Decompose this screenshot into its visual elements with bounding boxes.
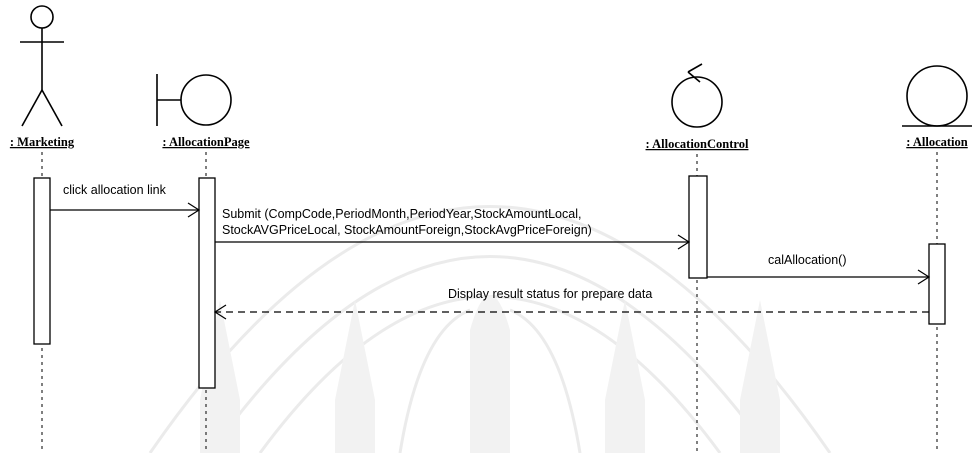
boundary-icon	[156, 74, 232, 126]
message-click-allocation-link: click allocation link	[50, 183, 201, 218]
actor-icon	[20, 5, 64, 127]
arrowhead-icon	[677, 234, 691, 250]
activation-allocation	[928, 243, 946, 325]
arrowhead-icon	[917, 269, 931, 285]
arrowhead-icon	[187, 202, 201, 218]
message-label-line-1: Submit (CompCode,PeriodMonth,PeriodYear,…	[222, 207, 581, 221]
message-cal-allocation: calAllocation()	[707, 253, 931, 285]
control-icon	[671, 63, 723, 128]
message-submit: Submit (CompCode,PeriodMonth,PeriodYear,…	[215, 207, 691, 250]
object-name-marketing: : Marketing	[10, 135, 75, 149]
arrowhead-icon	[213, 304, 227, 320]
object-allocation: : Allocation	[902, 65, 972, 453]
object-name-allocation-control: : AllocationControl	[646, 137, 749, 151]
message-display-result-status: Display result status for prepare data	[213, 287, 929, 320]
activation-allocation-control	[688, 175, 708, 279]
activation-marketing	[33, 177, 51, 345]
actor-marketing: : Marketing	[10, 5, 75, 453]
object-allocation-control: : AllocationControl	[646, 63, 749, 453]
object-name-allocation: : Allocation	[906, 135, 968, 149]
entity-icon	[902, 65, 972, 127]
object-allocation-page: : AllocationPage	[156, 74, 250, 453]
activation-allocation-page	[198, 177, 216, 389]
message-label: Display result status for prepare data	[448, 287, 652, 301]
message-label: click allocation link	[63, 183, 167, 197]
object-name-allocation-page: : AllocationPage	[162, 135, 250, 149]
watermark-emblem	[148, 205, 832, 453]
message-label: calAllocation()	[768, 253, 847, 267]
message-label-line-2: StockAVGPriceLocal, StockAmountForeign,S…	[222, 223, 592, 237]
